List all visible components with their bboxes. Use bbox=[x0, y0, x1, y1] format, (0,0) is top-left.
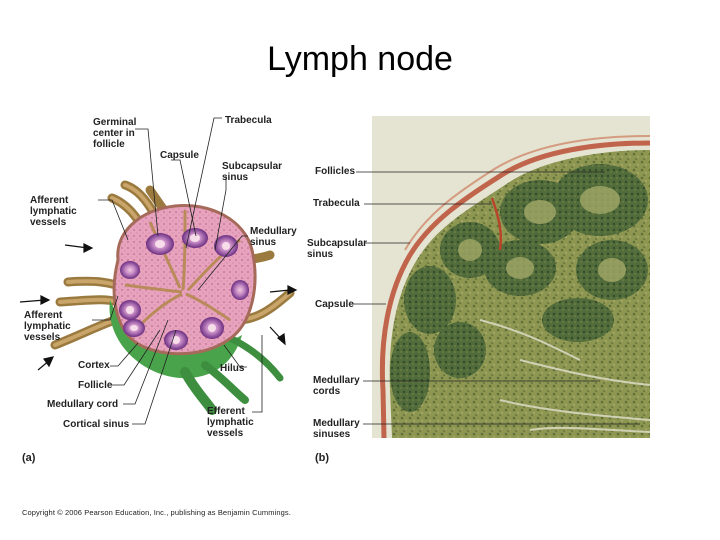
label-follicle: Follicle bbox=[78, 380, 113, 391]
label-afferent-bottom: Afferent lymphatic vessels bbox=[24, 310, 71, 343]
label-afferent-top: Afferent lymphatic vessels bbox=[30, 195, 77, 228]
panel-b-leaders bbox=[353, 171, 640, 425]
label-trabecula-a: Trabecula bbox=[225, 115, 272, 126]
label-subcapsular-sinus-a: Subcapsular sinus bbox=[222, 161, 283, 183]
label-efferent: Efferent lymphatic vessels bbox=[207, 406, 254, 439]
copyright-notice: Copyright © 2006 Pearson Education, Inc.… bbox=[22, 508, 291, 517]
label-medullary-cords: Medullary cords bbox=[313, 375, 360, 397]
panel-a-caption: (a) bbox=[22, 452, 36, 464]
label-germinal-center: Germinal center in follicle bbox=[93, 117, 137, 150]
label-capsule-a: Capsule bbox=[160, 150, 199, 161]
label-medullary-cord: Medullary cord bbox=[47, 399, 119, 410]
panel-b-micrograph bbox=[372, 116, 651, 439]
label-hilus: Hilus bbox=[220, 363, 245, 374]
label-cortical-sinus: Cortical sinus bbox=[63, 419, 130, 430]
flow-arrows bbox=[19, 243, 298, 371]
label-medullary-sinus: Medullary sinus bbox=[250, 226, 297, 248]
panel-b-caption: (b) bbox=[315, 452, 330, 464]
label-trabecula-b: Trabecula bbox=[313, 198, 360, 209]
label-follicles-b: Follicles bbox=[315, 166, 356, 177]
label-cortex: Cortex bbox=[78, 360, 110, 371]
panel-a-illustration bbox=[19, 180, 298, 415]
page-title: Lymph node bbox=[267, 40, 453, 78]
label-capsule-b: Capsule bbox=[315, 299, 354, 310]
label-subcapsular-sinus-b: Subcapsular sinus bbox=[307, 238, 368, 260]
label-medullary-sinuses: Medullary sinuses bbox=[313, 418, 360, 440]
medulla bbox=[109, 300, 242, 379]
panel-a-leaders bbox=[92, 117, 263, 425]
